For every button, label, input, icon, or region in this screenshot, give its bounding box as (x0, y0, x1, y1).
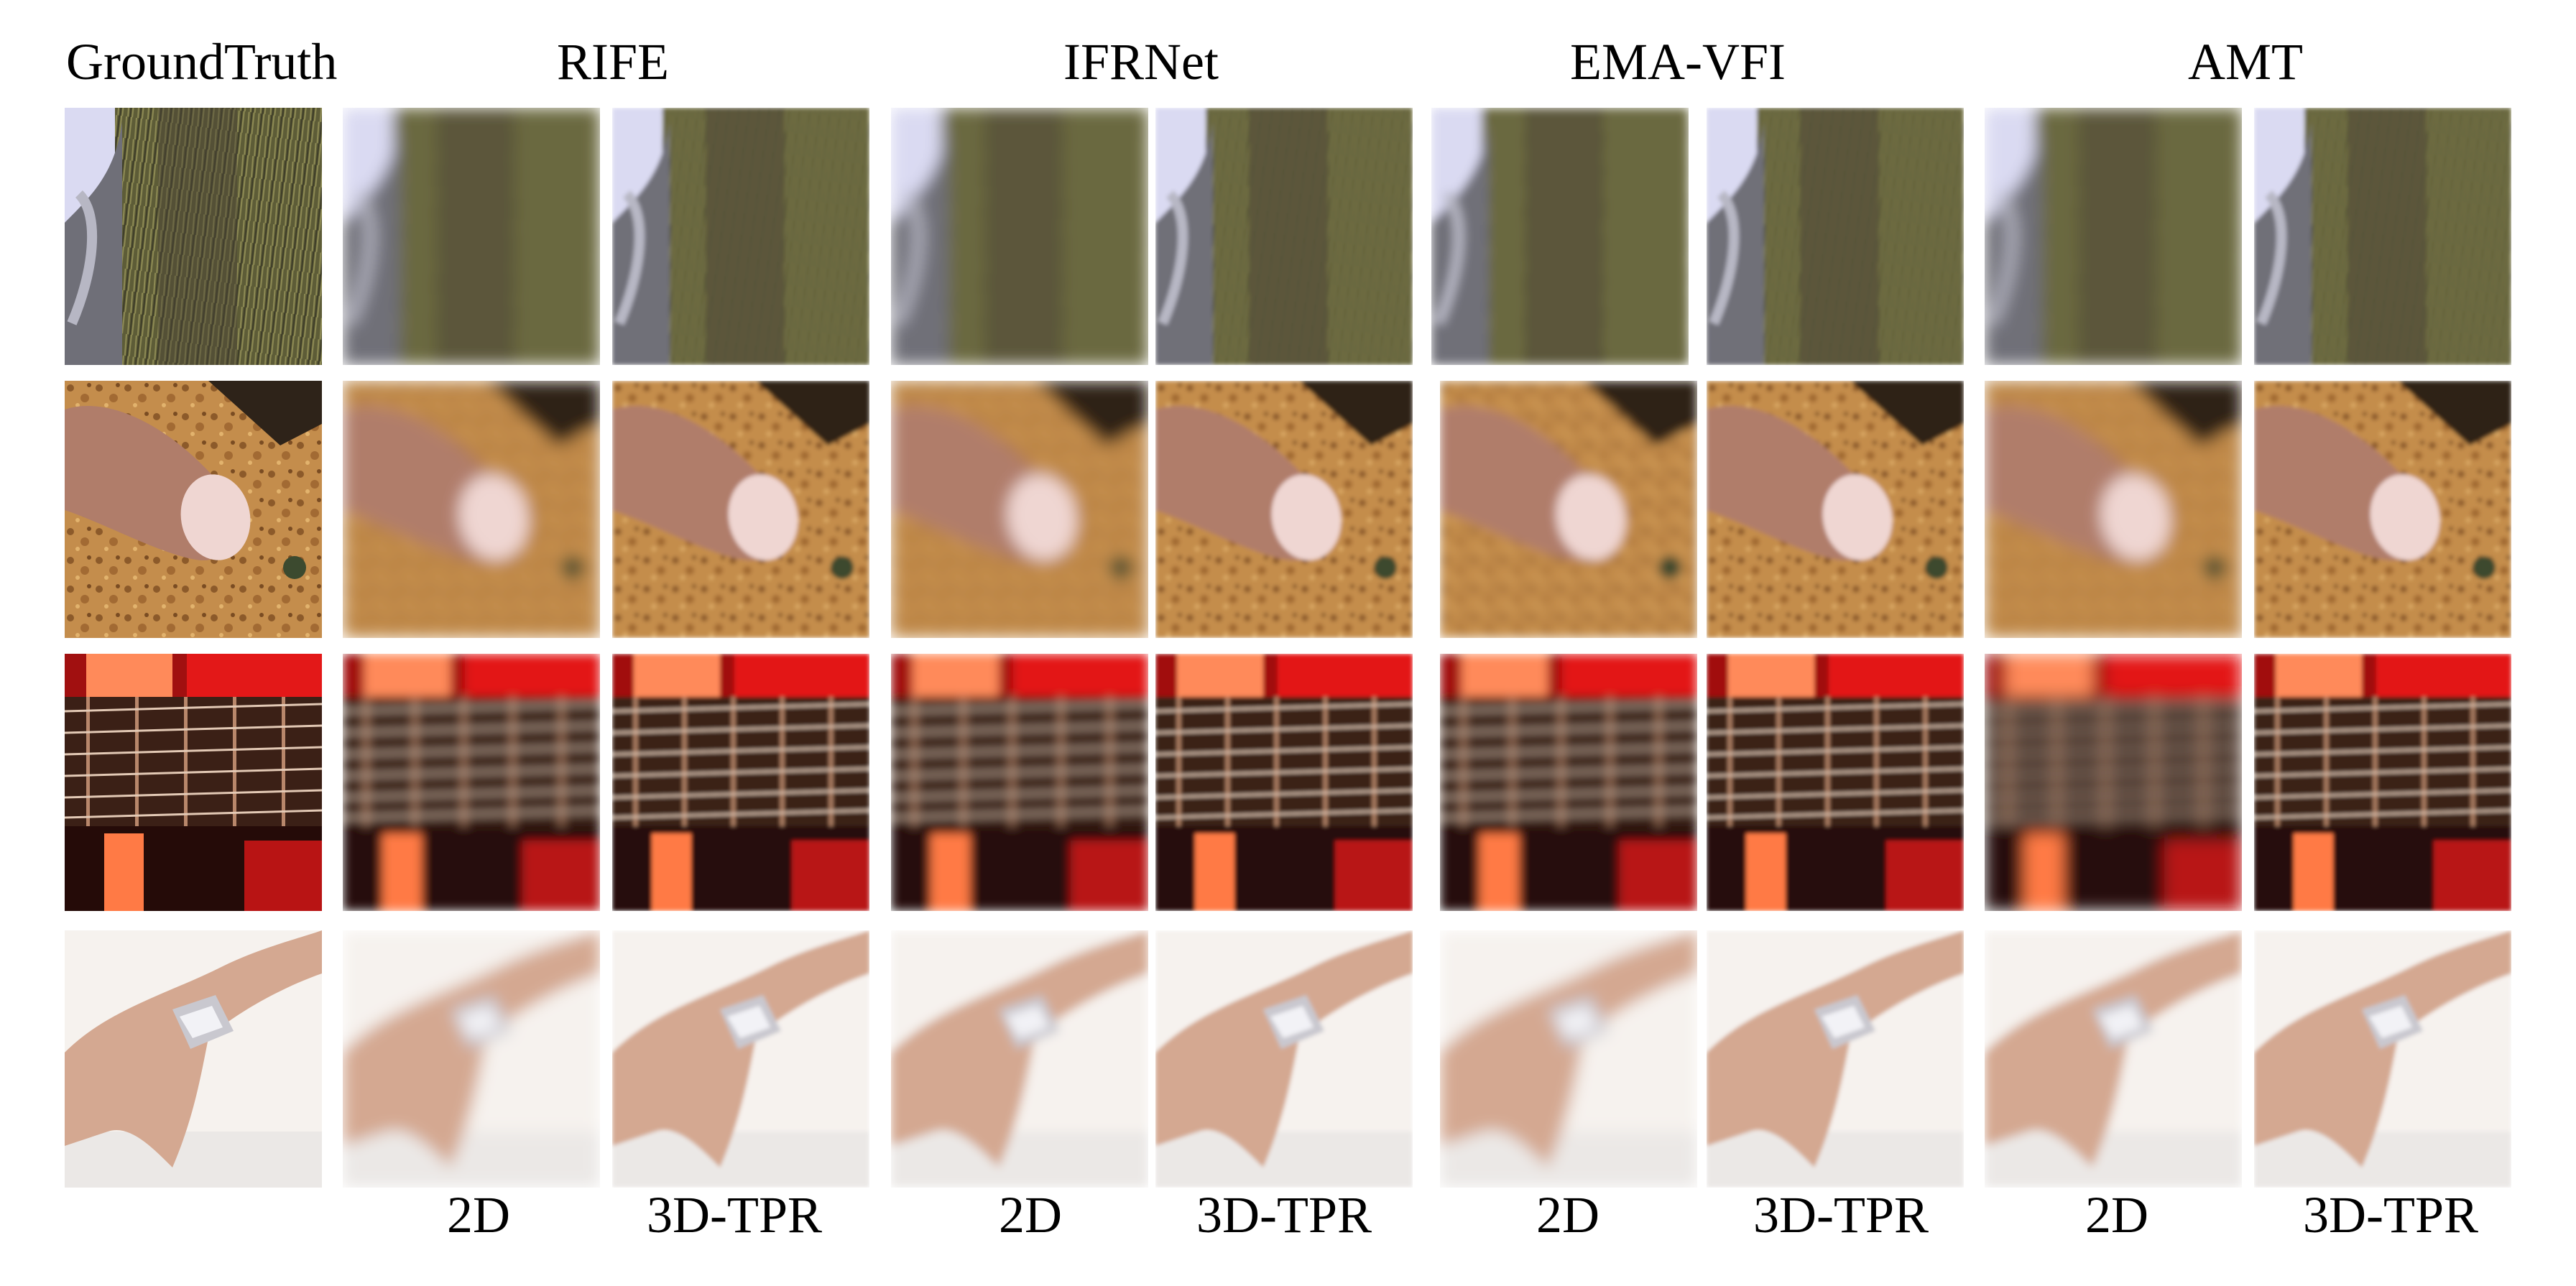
image-wrist-ema-vfi-2d (1440, 930, 1697, 1188)
image-squirrel-ground-truth (65, 108, 322, 365)
image-guitar-rife-2d (343, 654, 600, 911)
image-squirrel-rife-3d-tpr (612, 108, 869, 365)
footer-ifrnet-3d-tpr: 3D-TPR (1196, 1186, 1372, 1244)
footer-rife-2d: 2D (447, 1186, 510, 1244)
footer-rife-3d-tpr: 3D-TPR (646, 1186, 823, 1244)
header-ifrnet: IFRNet (1063, 33, 1219, 91)
image-squirrel-ifrnet-3d-tpr (1155, 108, 1413, 365)
header-ground-truth: GroundTruth (66, 33, 338, 91)
footer-ifrnet-2d: 2D (999, 1186, 1062, 1244)
footer-ema-3d-tpr: 3D-TPR (1753, 1186, 1929, 1244)
footer-amt-3d-tpr: 3D-TPR (2302, 1186, 2479, 1244)
image-finger-ifrnet-3d-tpr (1155, 381, 1413, 638)
image-squirrel-amt-3d-tpr (2254, 108, 2511, 365)
image-guitar-ifrnet-2d (891, 654, 1148, 911)
image-squirrel-ifrnet-2d (891, 108, 1148, 365)
image-guitar-ema-vfi-3d-tpr (1707, 654, 1964, 911)
image-guitar-amt-3d-tpr (2254, 654, 2511, 911)
image-squirrel-ema-vfi-3d-tpr (1707, 108, 1964, 365)
image-finger-rife-2d (343, 381, 600, 638)
image-squirrel-amt-2d (1985, 108, 2242, 365)
image-wrist-rife-2d (343, 930, 600, 1188)
image-squirrel-ema-vfi-2d (1431, 108, 1689, 365)
image-finger-ema-vfi-2d (1440, 381, 1697, 638)
image-finger-amt-3d-tpr (2254, 381, 2511, 638)
image-wrist-ground-truth (65, 930, 322, 1188)
image-finger-ifrnet-2d (891, 381, 1148, 638)
image-guitar-ema-vfi-2d (1440, 654, 1697, 911)
image-wrist-ema-vfi-3d-tpr (1707, 930, 1964, 1188)
header-amt: AMT (2188, 33, 2303, 91)
header-ema-vfi: EMA-VFI (1570, 33, 1786, 91)
image-guitar-ground-truth (65, 654, 322, 911)
image-guitar-amt-2d (1985, 654, 2242, 911)
image-finger-ema-vfi-3d-tpr (1707, 381, 1964, 638)
footer-amt-2d: 2D (2085, 1186, 2148, 1244)
footer-ema-2d: 2D (1536, 1186, 1599, 1244)
image-finger-rife-3d-tpr (612, 381, 869, 638)
image-guitar-ifrnet-3d-tpr (1155, 654, 1413, 911)
image-wrist-ifrnet-2d (891, 930, 1148, 1188)
header-rife: RIFE (557, 33, 670, 91)
image-finger-amt-2d (1985, 381, 2242, 638)
image-wrist-amt-2d (1985, 930, 2242, 1188)
image-squirrel-rife-2d (343, 108, 600, 365)
image-wrist-amt-3d-tpr (2254, 930, 2511, 1188)
image-wrist-ifrnet-3d-tpr (1155, 930, 1413, 1188)
image-finger-ground-truth (65, 381, 322, 638)
image-guitar-rife-3d-tpr (612, 654, 869, 911)
image-wrist-rife-3d-tpr (612, 930, 869, 1188)
